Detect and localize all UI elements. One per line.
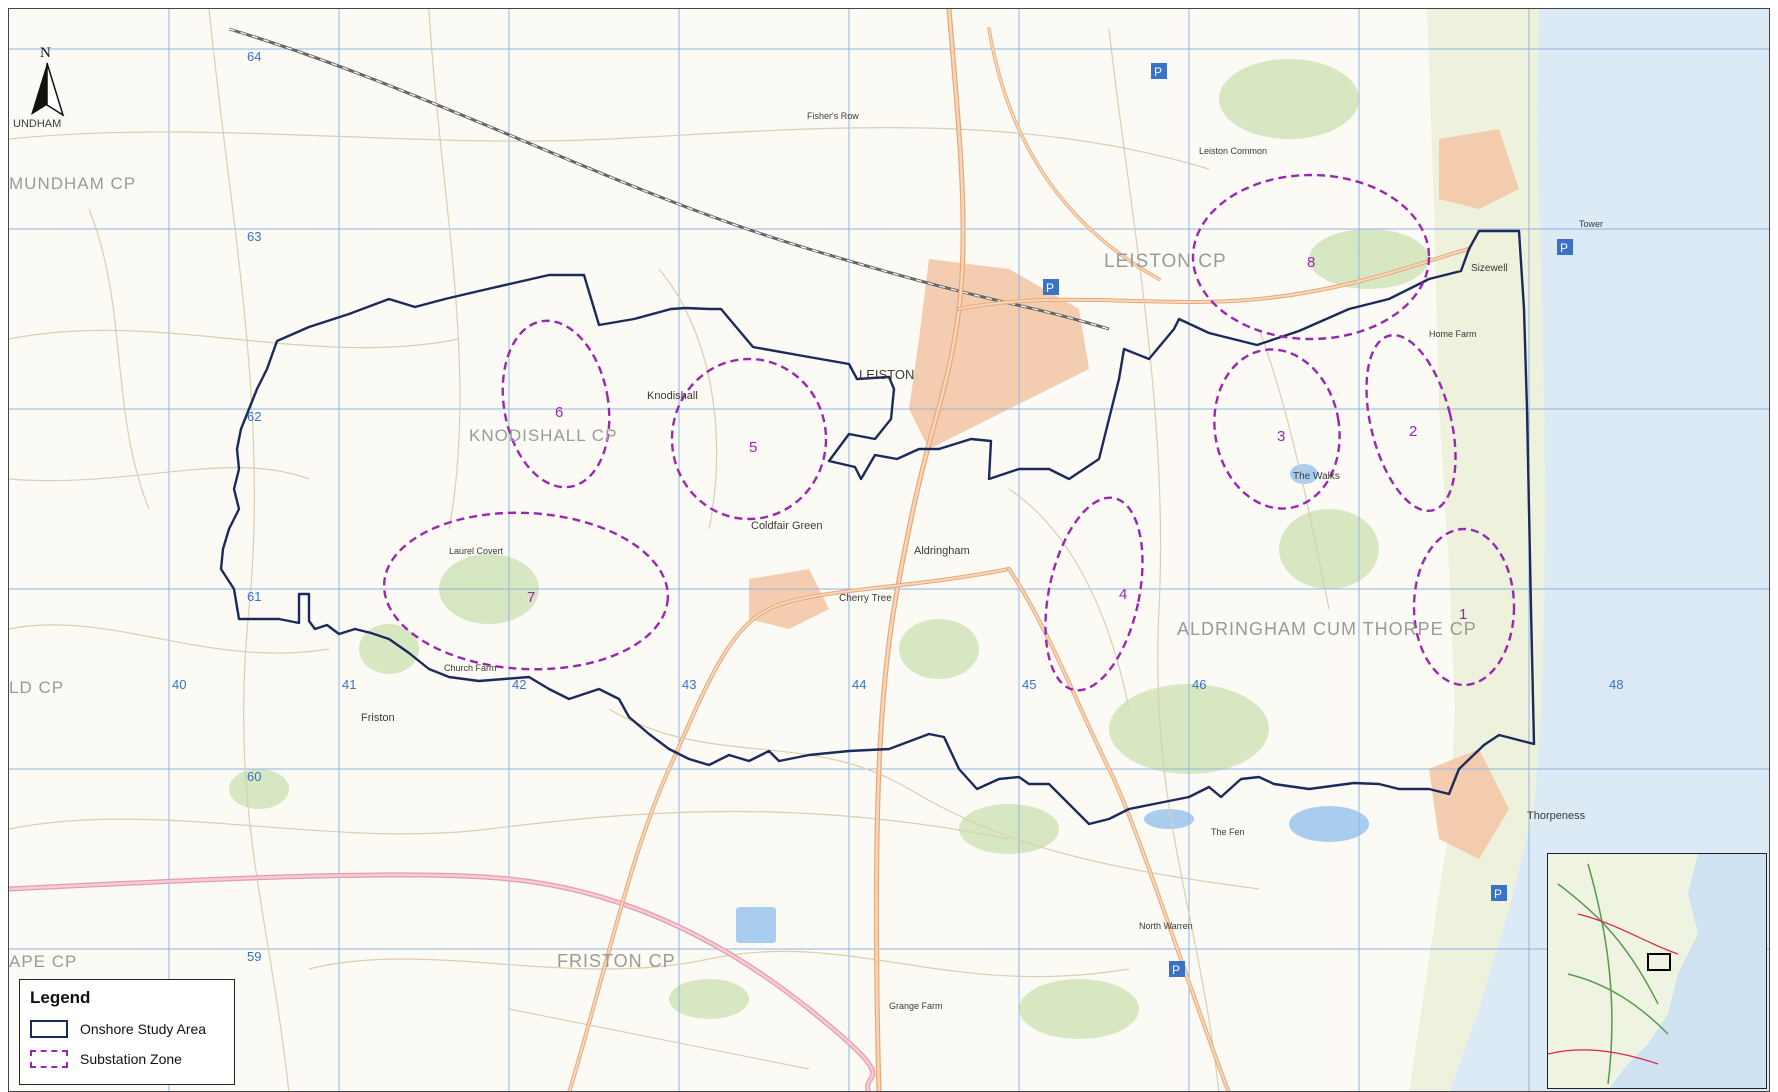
zone-label-3: 3 bbox=[1277, 428, 1285, 445]
substation-zone-5 bbox=[670, 357, 828, 521]
grid-num-62: 62 bbox=[247, 409, 261, 424]
parish-left: LD CP bbox=[9, 678, 64, 697]
parish-leiston: LEISTON CP bbox=[1104, 251, 1227, 272]
place-laurel-covert: Laurel Covert bbox=[449, 546, 504, 556]
minor-roads bbox=[9, 9, 1330, 1091]
legend-label-substation-zone: Substation Zone bbox=[80, 1051, 182, 1067]
place-tower: Tower bbox=[1579, 219, 1603, 229]
map-canvas: 1 2 3 4 5 6 7 8 LEISTON CP KNODISHALL CP… bbox=[9, 9, 1769, 1091]
zone-label-2: 2 bbox=[1409, 423, 1417, 440]
substation-zone-2 bbox=[1365, 333, 1457, 513]
parish-friston: FRISTON CP bbox=[557, 951, 676, 971]
place-leiston: LEISTON bbox=[859, 367, 914, 382]
place-fishers-row: Fisher's Row bbox=[807, 111, 859, 121]
onshore-study-area-boundary bbox=[219, 229, 1536, 826]
place-church-farm: Church Farm bbox=[444, 663, 497, 673]
svg-text:P: P bbox=[1560, 241, 1568, 255]
substation-zone-swatch-icon bbox=[30, 1050, 68, 1068]
place-undham: UNDHAM bbox=[13, 118, 61, 130]
svg-text:P: P bbox=[1154, 65, 1162, 79]
grid-num-61: 61 bbox=[247, 589, 261, 604]
legend-title: Legend bbox=[30, 988, 91, 1007]
substation-zone-3 bbox=[1213, 348, 1341, 510]
coastal-strip bbox=[1409, 9, 1545, 1091]
grid-num-44: 44 bbox=[852, 677, 866, 692]
urban-areas bbox=[749, 129, 1519, 859]
place-grange-farm: Grange Farm bbox=[889, 1001, 943, 1011]
grid-numbers: 61 62 63 64 59 60 40 41 42 43 44 45 46 4… bbox=[172, 49, 1623, 964]
place-knodishall: Knodishall bbox=[647, 390, 698, 402]
parish-aldringham: ALDRINGHAM CUM THORPE CP bbox=[1177, 619, 1477, 639]
parish-bottom-left: APE CP bbox=[9, 952, 77, 971]
inset-study-area-marker bbox=[1647, 953, 1671, 971]
map-frame: 1 2 3 4 5 6 7 8 LEISTON CP KNODISHALL CP… bbox=[8, 8, 1770, 1092]
north-arrow-icon bbox=[31, 62, 65, 117]
grid-num-40: 40 bbox=[172, 677, 186, 692]
place-home-farm: Home Farm bbox=[1429, 329, 1477, 339]
legend-item-study-area: Onshore Study Area bbox=[30, 1014, 224, 1044]
svg-text:P: P bbox=[1494, 887, 1502, 901]
grid-num-46: 46 bbox=[1192, 677, 1206, 692]
place-north-warren: North Warren bbox=[1139, 921, 1193, 931]
place-aldringham: Aldringham bbox=[914, 545, 970, 557]
zone-label-1: 1 bbox=[1459, 606, 1467, 623]
parish-labels: LEISTON CP KNODISHALL CP ALDRINGHAM CUM … bbox=[9, 174, 1477, 971]
grid-num-64: 64 bbox=[247, 49, 261, 64]
grid-num-59: 59 bbox=[247, 949, 261, 964]
place-cherry-tree: Cherry Tree bbox=[839, 593, 892, 604]
north-label: N bbox=[40, 45, 51, 61]
zone-label-7: 7 bbox=[527, 589, 535, 606]
grid-num-42: 42 bbox=[512, 677, 526, 692]
legend-label-study-area: Onshore Study Area bbox=[80, 1021, 207, 1037]
water-bodies bbox=[736, 464, 1369, 943]
parking-markers: P P P P P bbox=[1043, 63, 1573, 977]
svg-text:P: P bbox=[1172, 963, 1180, 977]
place-sizewell: Sizewell bbox=[1471, 263, 1508, 274]
substation-zone-8 bbox=[1191, 173, 1431, 341]
inset-locator-map bbox=[1547, 853, 1767, 1089]
woodland-patches bbox=[229, 59, 1429, 1039]
place-thorpeness: Thorpeness bbox=[1527, 810, 1586, 822]
parish-knodishall: KNODISHALL CP bbox=[469, 426, 617, 445]
zone-label-4: 4 bbox=[1119, 586, 1127, 603]
grid-num-63: 63 bbox=[247, 229, 261, 244]
parish-mundham: MUNDHAM CP bbox=[9, 174, 136, 193]
place-the-fen: The Fen bbox=[1211, 827, 1245, 837]
inset-map-canvas bbox=[1548, 854, 1766, 1088]
legend-item-substation-zone: Substation Zone bbox=[30, 1044, 224, 1074]
place-the-walks: The Walks bbox=[1293, 471, 1340, 482]
grid-num-48: 48 bbox=[1609, 677, 1623, 692]
place-leiston-common: Leiston Common bbox=[1199, 146, 1267, 156]
place-coldfair: Coldfair Green bbox=[751, 520, 823, 532]
substation-zone-1 bbox=[1412, 527, 1516, 687]
sea-area bbox=[1449, 9, 1769, 1091]
substation-zone-4 bbox=[1044, 496, 1144, 692]
zone-label-8: 8 bbox=[1307, 254, 1315, 271]
grid-num-60: 60 bbox=[247, 769, 261, 784]
zone-label-6: 6 bbox=[555, 404, 563, 421]
substation-zone-6 bbox=[501, 319, 611, 489]
railway-line-dash bbox=[228, 28, 1110, 330]
zone-label-5: 5 bbox=[749, 439, 757, 456]
substation-zone-labels: 1 2 3 4 5 6 7 8 bbox=[527, 254, 1467, 623]
grid-num-43: 43 bbox=[682, 677, 696, 692]
place-labels: LEISTON Aldringham Coldfair Green Knodis… bbox=[13, 111, 1603, 1011]
substation-zones bbox=[382, 173, 1516, 692]
substation-zone-7 bbox=[382, 511, 670, 671]
place-friston: Friston bbox=[361, 712, 395, 724]
study-area-swatch-icon bbox=[30, 1020, 68, 1038]
grid-num-45: 45 bbox=[1022, 677, 1036, 692]
legend-box: Legend Onshore Study Area Substation Zon… bbox=[19, 979, 235, 1085]
grid-num-41: 41 bbox=[342, 677, 356, 692]
svg-text:P: P bbox=[1046, 281, 1054, 295]
grid-lines bbox=[9, 9, 1769, 1091]
